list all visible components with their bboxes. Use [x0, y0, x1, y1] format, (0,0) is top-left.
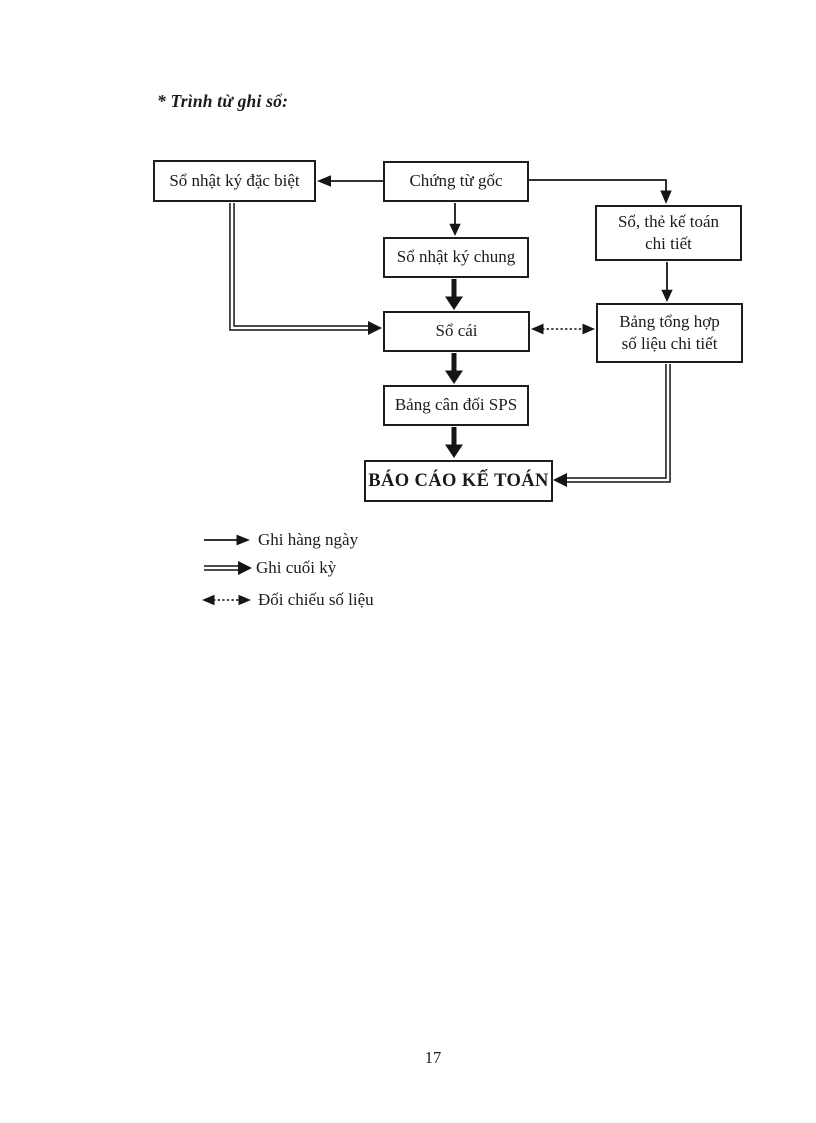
- flow-box-label-line1: Sổ, thẻ kế toán: [617, 211, 720, 231]
- flow-box-so-cai: Sổ cái: [383, 311, 530, 352]
- flow-box-label-line1: Bảng tổng hợp: [619, 311, 720, 331]
- flow-box-label: Sổ nhật ký chung: [396, 247, 516, 267]
- arrow-bangtonghop-to-baocao-icon: [553, 364, 671, 487]
- arrow-chungtugoc-to-sonhatkychung-icon: [449, 203, 461, 236]
- arrow-sotheketoan-to-bangtonghop-icon: [661, 262, 673, 302]
- legend-item-daily-entry: Ghi hàng ngày: [258, 530, 359, 549]
- flow-box-label: Bảng cân đối SPS: [394, 395, 518, 415]
- legend-dashed-double-arrow-icon: [202, 594, 251, 606]
- flow-box-bang-can-doi-sps: Bảng cân đối SPS: [383, 385, 529, 426]
- page-title: * Trình từ ghi sổ:: [157, 91, 289, 111]
- flow-box-label: BÁO CÁO KẾ TOÁN: [368, 470, 549, 491]
- arrow-chungtugoc-to-sonhatkydacbiet-icon: [317, 175, 383, 187]
- page-number: 17: [424, 1048, 442, 1067]
- arrow-socai-to-bangcandoi-icon: [445, 353, 463, 384]
- flow-box-chung-tu-goc: Chứng từ gốc: [383, 161, 529, 202]
- arrow-bangcandoi-to-baocao-icon: [445, 427, 463, 458]
- flow-box-label: Sổ cái: [435, 321, 478, 341]
- flow-box-bang-tong-hop-so-lieu-chi-tiet: Bảng tổng hợp số liệu chi tiết: [596, 303, 743, 363]
- flow-box-label: Sổ nhật ký đặc biệt: [169, 170, 300, 190]
- flow-box-so-nhat-ky-dac-biet: Sổ nhật ký đặc biệt: [153, 160, 316, 202]
- flow-box-label-line2: chi tiết: [645, 234, 692, 253]
- flow-box-label: Chứng từ gốc: [409, 171, 503, 191]
- legend-item-period-end-entry: Ghi cuối kỳ: [256, 558, 337, 577]
- flow-box-so-the-ke-toan-chi-tiet: Sổ, thẻ kế toán chi tiết: [595, 205, 742, 261]
- flow-box-bao-cao-ke-toan: BÁO CÁO KẾ TOÁN: [364, 460, 553, 502]
- legend-thin-arrow-icon: [204, 534, 250, 546]
- flow-box-so-nhat-ky-chung: Sổ nhật ký chung: [383, 237, 529, 278]
- flow-box-label-line2: số liệu chi tiết: [621, 334, 718, 353]
- arrow-chungtugoc-to-sotheketoan-icon: [529, 179, 672, 204]
- legend-item-reconciliation: Đối chiếu số liệu: [258, 590, 374, 609]
- arrow-socai-bangtonghop-dashed-icon: [531, 323, 595, 335]
- legend-double-arrow-icon: [204, 561, 252, 575]
- arrow-sonhatkychung-to-socai-icon: [445, 279, 463, 310]
- arrow-sonhatkydacbiet-to-socai-icon: [229, 203, 382, 335]
